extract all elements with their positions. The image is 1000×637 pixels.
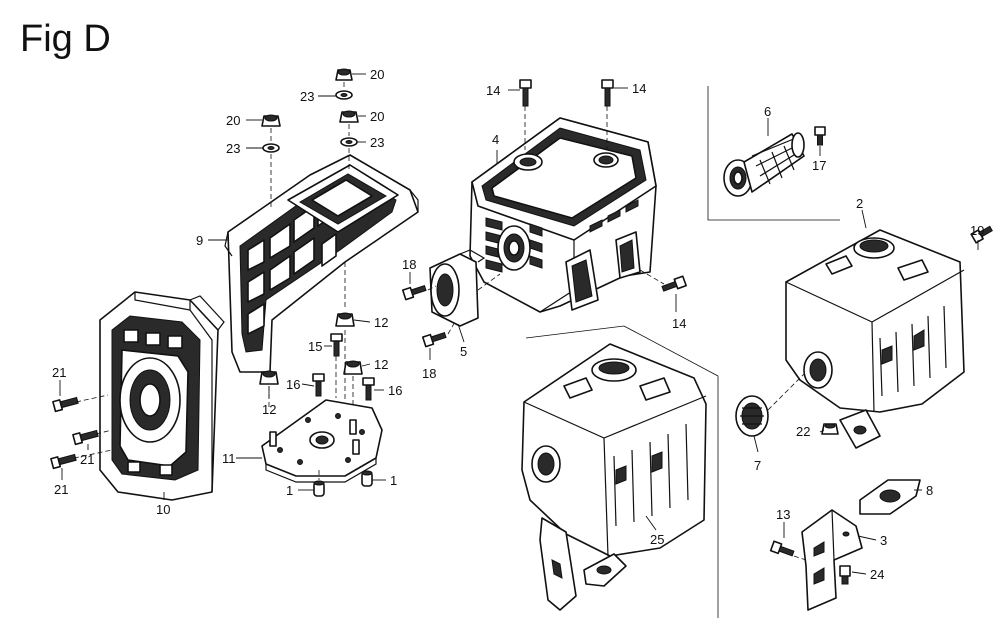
callout-22: 22 (796, 424, 810, 439)
callout-20: 20 (370, 109, 384, 124)
callout-17: 17 (812, 158, 826, 173)
callout-21: 21 (54, 482, 68, 497)
part-14-bolts (519, 79, 687, 292)
part-10-mounting-plate (99, 291, 225, 501)
callout-14: 14 (486, 83, 500, 98)
callout-18: 18 (402, 257, 416, 272)
callout-21: 21 (52, 365, 66, 380)
callout-23: 23 (370, 135, 384, 150)
callout-20: 20 (226, 113, 240, 128)
part-13-bolt (769, 540, 807, 561)
callout-12: 12 (262, 402, 276, 417)
callout-9: 9 (196, 233, 203, 248)
part-5-cap (429, 249, 501, 327)
part-11-base-plate (261, 399, 383, 483)
callout-15: 15 (308, 339, 322, 354)
figure-title: Fig D (20, 18, 111, 60)
callout-12: 12 (374, 315, 388, 330)
callout-10: 10 (156, 502, 170, 517)
part-12-15-16-fasteners (259, 262, 375, 420)
callout-12: 12 (374, 357, 388, 372)
callout-14: 14 (672, 316, 686, 331)
part-6-spark-arrester (707, 86, 840, 221)
part-25-muffler-assembly (521, 325, 719, 618)
callout-25: 25 (650, 532, 664, 547)
callout-19: 19 (970, 223, 984, 238)
part-1-dowels (313, 470, 373, 497)
callout-1: 1 (390, 473, 397, 488)
callout-7: 7 (754, 458, 761, 473)
callout-labels: 20 23 20 23 20 23 9 12 12 12 15 16 16 11… (52, 67, 984, 582)
callout-5: 5 (460, 344, 467, 359)
callout-14: 14 (632, 81, 646, 96)
callout-18: 18 (422, 366, 436, 381)
callout-8: 8 (926, 483, 933, 498)
callout-23: 23 (300, 89, 314, 104)
part-4-cover (469, 117, 657, 313)
callout-13: 13 (776, 507, 790, 522)
callout-3: 3 (880, 533, 887, 548)
callout-11: 11 (222, 451, 236, 466)
part-9-frame (224, 154, 419, 373)
callout-6: 6 (764, 104, 771, 119)
part-18-bolts (401, 285, 457, 348)
callout-1: 1 (286, 483, 293, 498)
part-21-screws (50, 394, 113, 470)
part-8-gasket (859, 479, 921, 515)
leader-lines (59, 73, 979, 575)
callout-21: 21 (80, 452, 94, 467)
callout-16: 16 (286, 377, 300, 392)
part-3-bracket (801, 509, 863, 611)
callout-24: 24 (870, 567, 884, 582)
part-24-bolt (839, 565, 851, 585)
callout-2: 2 (856, 196, 863, 211)
callout-4: 4 (492, 132, 499, 147)
callout-23: 23 (226, 141, 240, 156)
part-7-endcap (735, 373, 805, 437)
callout-20: 20 (370, 67, 384, 82)
callout-16: 16 (388, 383, 402, 398)
part-22-nut (821, 423, 839, 435)
part-20-23-nuts-washers (261, 68, 359, 208)
part-2-muffler (785, 225, 993, 449)
